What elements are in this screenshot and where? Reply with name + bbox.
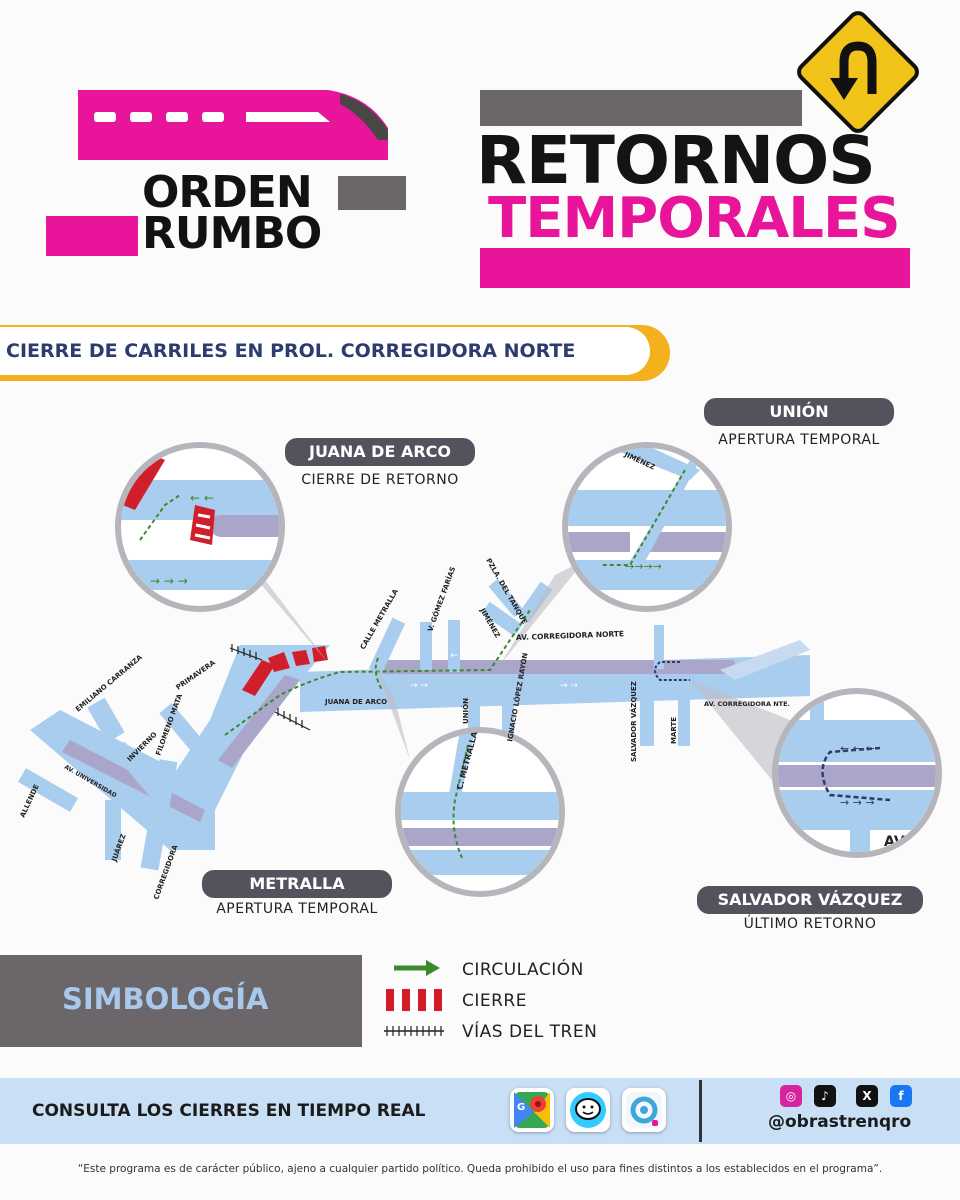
- road-network: [18, 578, 810, 871]
- logo-line-1: ORDEN: [142, 167, 313, 218]
- direction-arrows: → → → → ← ← ←: [410, 651, 608, 691]
- svg-text:→ →: → →: [560, 681, 578, 691]
- rail-track: [229, 644, 311, 731]
- zoom-metralla: [395, 727, 565, 897]
- zoom-juana-de-arco: ← ← → → →: [115, 442, 285, 612]
- train-logo-icon: [78, 90, 388, 160]
- callout-metralla-status: APERTURA TEMPORAL: [216, 901, 378, 917]
- svg-text:G: G: [517, 1102, 525, 1113]
- label-union: UNIÓN: [461, 698, 470, 724]
- label-emiliano-carranza: EMILIANO CARRANZA: [74, 653, 144, 714]
- green-arrow-icon: [394, 960, 440, 976]
- svg-text:→ → →: → → →: [150, 574, 188, 588]
- moovit-icon[interactable]: [622, 1088, 666, 1132]
- google-maps-icon[interactable]: G: [510, 1088, 554, 1132]
- legend-label-cierre: CIERRE: [462, 991, 527, 1011]
- callout-salvador-status: ÚLTIMO RETORNO: [743, 916, 877, 932]
- label-av-corregidora-nte: AV. CORREGIDORA NTE.: [704, 700, 790, 708]
- label-marte: MARTE: [670, 717, 678, 744]
- title-line-1: RETORNOS: [476, 122, 876, 199]
- zoom-union: →→→→: [562, 442, 732, 612]
- legend-label-vias: VÍAS DEL TREN: [462, 1022, 598, 1042]
- footer-cta: CONSULTA LOS CIERRES EN TIEMPO REAL: [32, 1101, 426, 1121]
- svg-text:←: ←: [600, 651, 608, 661]
- callout-metralla-name: METRALLA: [202, 870, 392, 898]
- waze-icon[interactable]: [566, 1088, 610, 1132]
- rail-track-icon: [384, 1026, 444, 1036]
- callout-juana-name: JUANA DE ARCO: [285, 438, 475, 466]
- zoom-salvador-vazquez: ← ← ← → → → AV.: [772, 688, 942, 858]
- label-primavera: PRIMAVERA: [175, 658, 218, 691]
- legend-title: SIMBOLOGÍA: [62, 982, 269, 1016]
- red-stripes-icon: [386, 989, 442, 1011]
- social-handle[interactable]: @obrastrenqro: [768, 1112, 912, 1132]
- callout-union-status: APERTURA TEMPORAL: [718, 432, 880, 448]
- callout-union-name: UNIÓN: [704, 398, 894, 426]
- facebook-icon[interactable]: f: [890, 1085, 912, 1107]
- circulation-route: [224, 609, 531, 736]
- svg-text:← ←: ← ←: [440, 651, 458, 661]
- svg-text:← ←: ← ←: [190, 491, 214, 505]
- legend-label-circulacion: CIRCULACIÓN: [462, 960, 584, 980]
- disclaimer: “Este programa es de carácter público, a…: [77, 1163, 883, 1175]
- svg-text:→→→→: →→→→: [625, 560, 662, 573]
- section-banner: [0, 327, 650, 375]
- label-av-corregidora-norte: AV. CORREGIDORA NORTE: [516, 629, 624, 642]
- instagram-icon[interactable]: ◎: [780, 1085, 802, 1107]
- logo-line-2: RUMBO: [142, 208, 322, 259]
- callout-salvador-name: SALVADOR VÁZQUEZ: [697, 886, 923, 914]
- tiktok-icon[interactable]: ♪: [814, 1085, 836, 1107]
- callout-juana-status: CIERRE DE RETORNO: [301, 472, 459, 488]
- footer-divider: [699, 1080, 702, 1142]
- svg-text:→ →: → →: [410, 681, 428, 691]
- svg-text:→ → →: → → →: [840, 796, 875, 809]
- section-banner-title: CIERRE DE CARRILES EN PROL. CORREGIDORA …: [6, 340, 576, 362]
- route-map: → → → → ← ← ← ← ← → → →: [18, 442, 942, 901]
- title-line-2: TEMPORALES: [488, 186, 901, 251]
- callout-connectors: [240, 560, 790, 790]
- u-turn-sign-icon: [797, 11, 919, 133]
- salvador-turn-marker: [654, 661, 690, 681]
- legend-panel: [0, 955, 362, 1047]
- x-icon[interactable]: X: [856, 1085, 878, 1107]
- median: [375, 660, 735, 674]
- label-juana-de-arco: JUANA DE ARCO: [324, 698, 387, 706]
- label-salvador-vazquez: SALVADOR VÁZQUEZ: [629, 681, 638, 762]
- svg-text:← ← ←: ← ← ←: [840, 742, 875, 755]
